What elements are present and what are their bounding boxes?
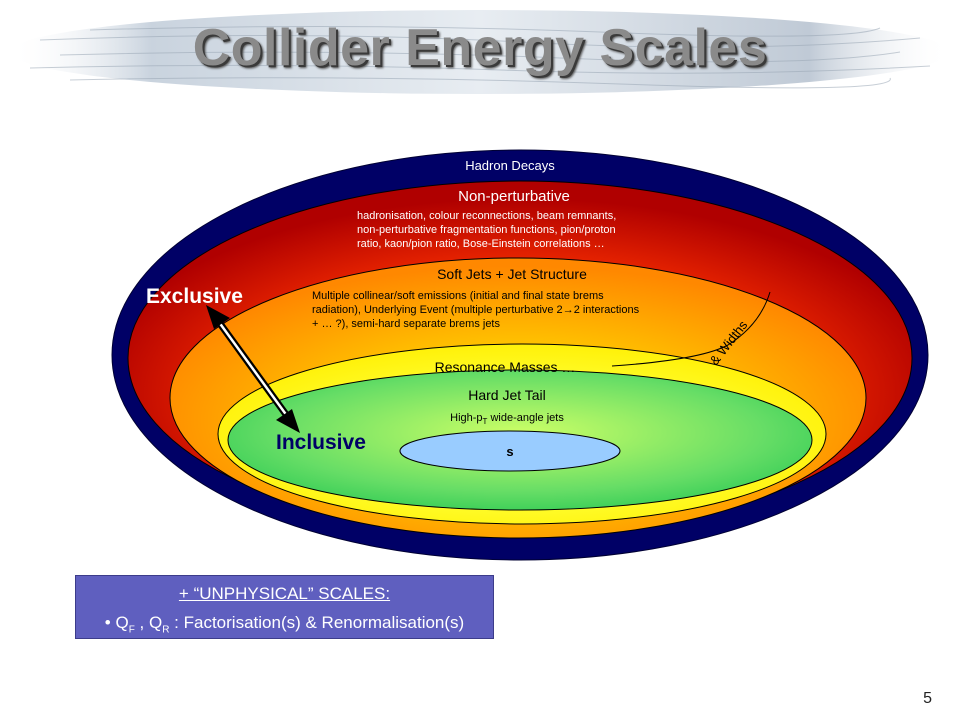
exclusive-inclusive-arrow (206, 305, 300, 433)
non-perturbative-line-1: hadronisation, colour reconnections, bea… (357, 210, 616, 222)
soft-jets-line-3: + … ?), semi-hard separate brems jets (312, 318, 500, 330)
unphysical-scales-item: • QF , QR : Factorisation(s) & Renormali… (104, 613, 465, 636)
brushed-banner-graphic (10, 10, 950, 94)
non-perturbative-line-2: non-perturbative fragmentation functions… (357, 224, 616, 236)
soft-jets-line-2: radiation), Underlying Event (multiple p… (312, 304, 640, 316)
inclusive-label: Inclusive (276, 431, 366, 454)
soft-jets-title: Soft Jets + Jet Structure (437, 266, 587, 282)
resonance-masses-label: Resonance Masses … (435, 359, 576, 375)
soft-jets-line-1: Multiple collinear/soft emissions (initi… (312, 290, 604, 302)
exclusive-label: Exclusive (146, 285, 243, 308)
unphysical-scales-box: + “UNPHYSICAL” SCALES: • QF , QR : Facto… (75, 575, 494, 639)
slide-title: Collider Energy Scales (192, 19, 768, 77)
hard-jet-tail-title: Hard Jet Tail (468, 387, 546, 403)
unphysical-scales-title: + “UNPHYSICAL” SCALES: (178, 584, 391, 603)
page-number: 5 (923, 690, 932, 707)
core-s-layer (399, 430, 621, 472)
non-perturbative-line-3: ratio, kaon/pion ratio, Bose-Einstein co… (357, 238, 605, 250)
hadron-decays-label: Hadron Decays (465, 158, 555, 173)
core-s-label: s (506, 444, 513, 459)
hard-jet-tail-subtitle: High-pT wide-angle jets (450, 412, 564, 426)
title-banner: Collider Energy Scales (0, 0, 960, 110)
non-perturbative-title: Non-perturbative (458, 188, 570, 205)
widths-connector-curve (611, 291, 771, 367)
